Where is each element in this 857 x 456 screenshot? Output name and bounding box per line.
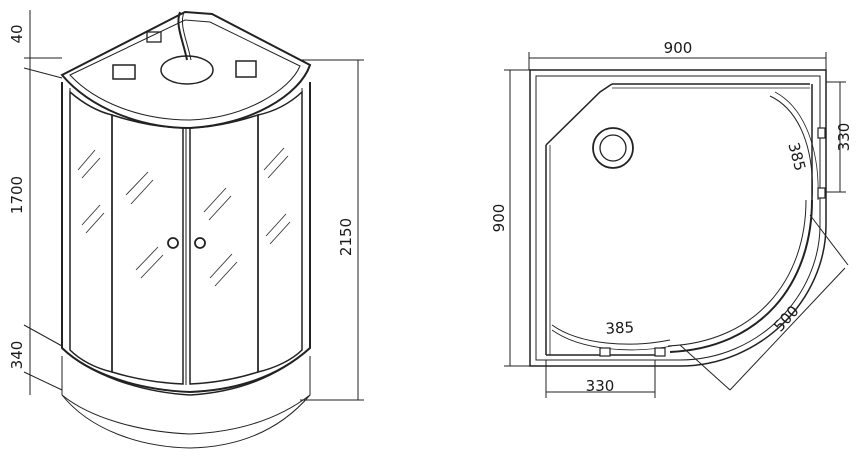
drain-outer (592, 127, 634, 169)
drain-inner (599, 134, 627, 162)
dim-door-offset-right-label: 330 (835, 123, 853, 152)
dim-door-arc-right-label: 385 (784, 141, 809, 173)
dim-door-offset-bottom-label: 330 (586, 377, 615, 395)
dim-plan-depth-label: 900 (490, 204, 508, 233)
glass-reflections (77, 147, 291, 287)
dim-tray-height-label: 340 (8, 341, 26, 370)
dim-plan-width-label: 900 (664, 39, 693, 57)
dim-total-height-label: 2150 (337, 218, 355, 256)
dim-cabin-height-label: 1700 (8, 176, 26, 214)
dim-top-label: 40 (8, 24, 26, 43)
front-view: 40 1700 340 2150 (8, 10, 364, 449)
plan-view: 900 900 330 330 385 385 500 (490, 39, 853, 398)
dim-door-arc-bottom-label: 385 (605, 318, 635, 337)
